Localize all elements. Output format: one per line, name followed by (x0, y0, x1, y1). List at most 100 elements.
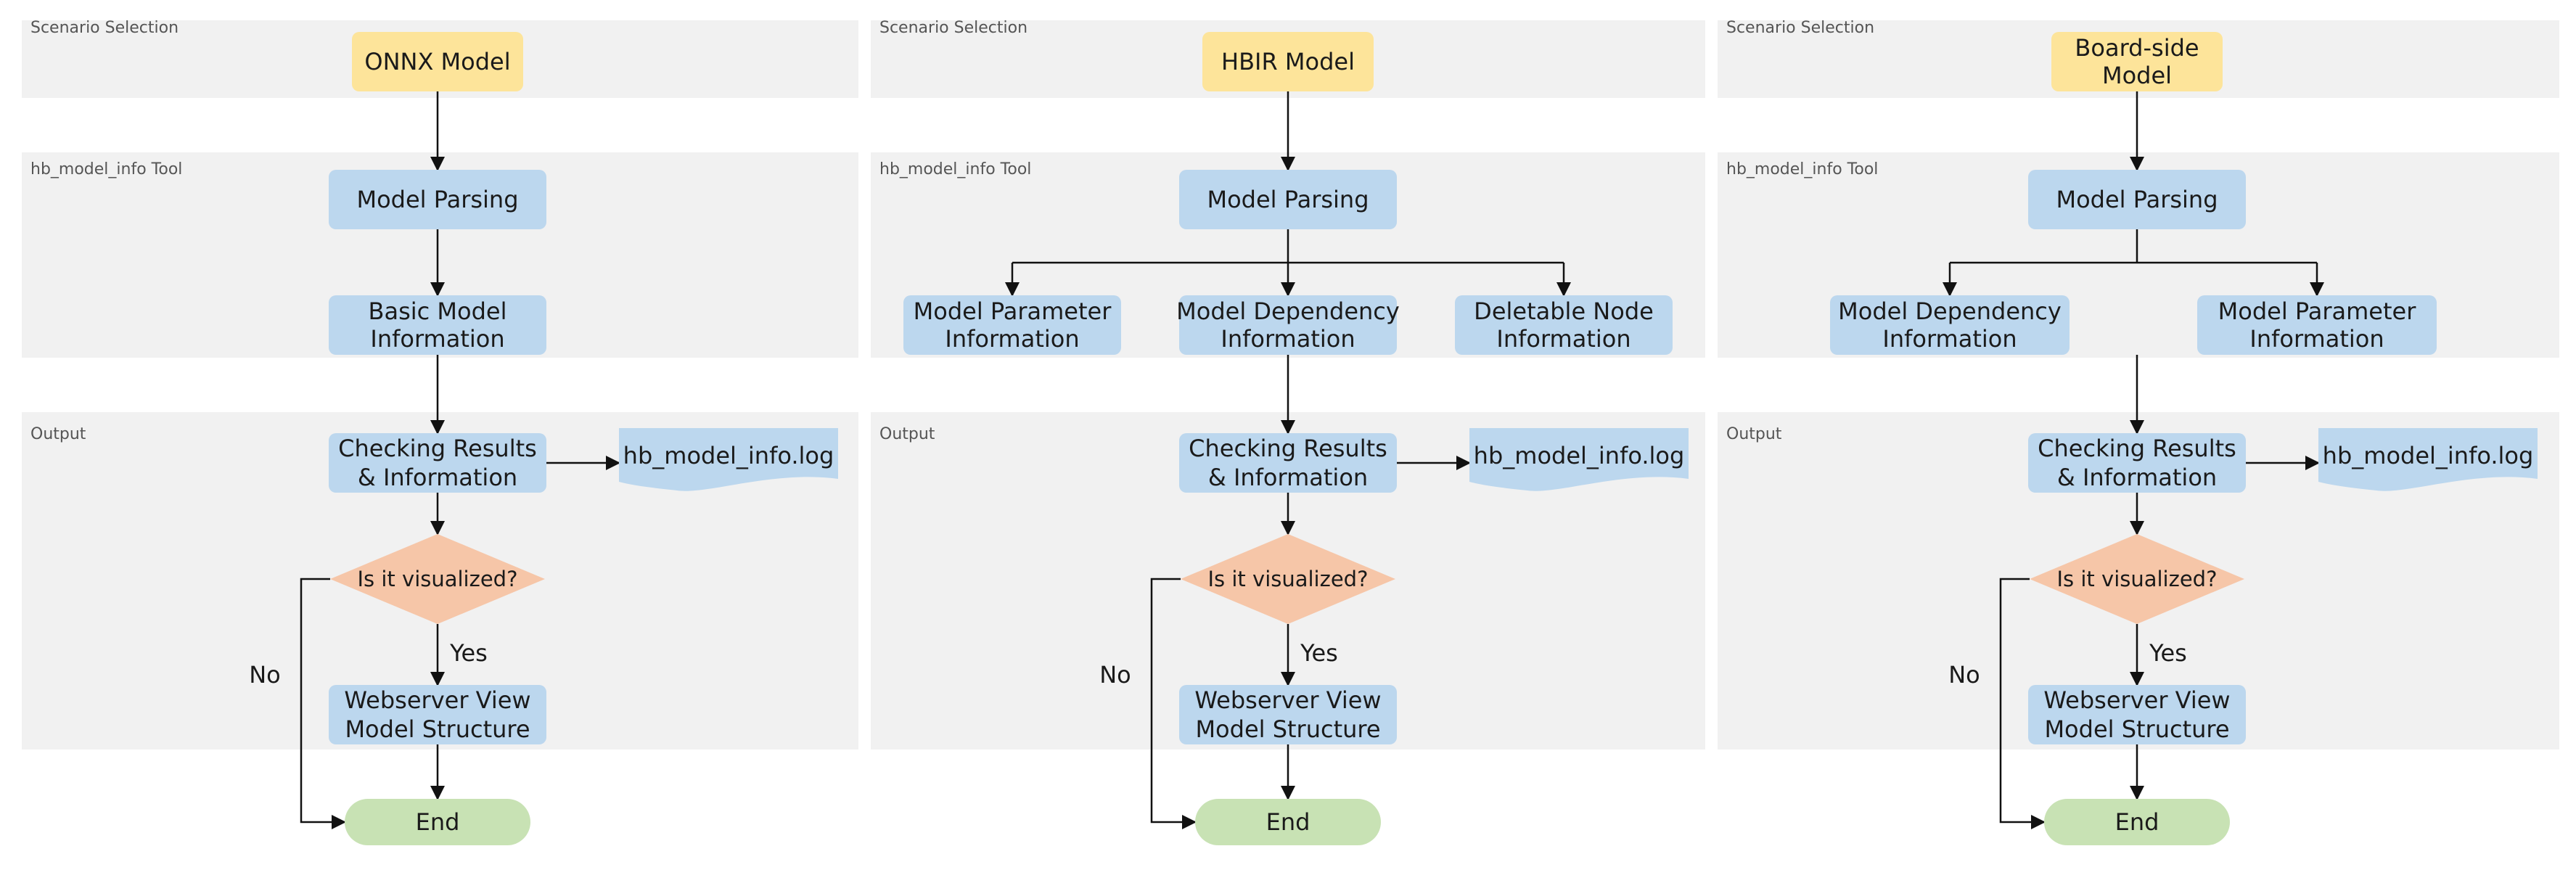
checking-results-node-shape (2028, 433, 2246, 493)
model-parsing-node-shape (329, 170, 546, 229)
lane-label-tool: hb_model_info Tool (30, 160, 182, 178)
log-document-shape (1469, 428, 1689, 491)
info-node-shape (1830, 295, 2070, 355)
decision-shape (330, 534, 545, 624)
checking-results-label: & Information (2057, 464, 2217, 491)
log-document-shape (619, 428, 838, 491)
decision-node (330, 534, 545, 624)
webserver-view-node (2028, 685, 2246, 744)
webserver-view-label: Model Structure (1195, 715, 1380, 743)
lane-label-output: Output (30, 425, 86, 443)
info-node (329, 295, 546, 355)
info-node-shape (1455, 295, 1673, 355)
no-label: No (1099, 661, 1131, 689)
start-node-shape (352, 32, 523, 91)
end-label: End (1266, 808, 1310, 836)
decision-label: Is it visualized? (1208, 567, 1369, 591)
info-label: Basic Model (369, 297, 507, 325)
checking-results-label: Checking Results (2038, 435, 2236, 462)
yes-label: Yes (1300, 639, 1338, 667)
webserver-view-node-shape (2028, 685, 2246, 744)
checking-results-node-shape (329, 433, 546, 493)
webserver-view-node (329, 685, 546, 744)
no-label: No (1948, 661, 1980, 689)
no-label: No (249, 661, 281, 689)
log-document-shape (2318, 428, 2538, 491)
model-parsing-node-shape (2028, 170, 2246, 229)
lane-label-tool: hb_model_info Tool (1726, 160, 1878, 178)
webserver-view-node-shape (329, 685, 546, 744)
end-node (2044, 799, 2230, 845)
log-document-node (619, 428, 838, 491)
webserver-view-label: Webserver View (1194, 686, 1381, 714)
info-label: Model Dependency (1838, 297, 2062, 325)
end-shape (1195, 799, 1381, 845)
model-parsing-node (1179, 170, 1397, 229)
checking-results-node (1179, 433, 1397, 493)
log-label: hb_model_info.log (1474, 442, 1685, 469)
checking-results-label: & Information (358, 464, 517, 491)
lane-label-output: Output (879, 425, 935, 443)
info-label: Deletable Node (1474, 297, 1654, 325)
info-node-shape (2197, 295, 2437, 355)
info-node-shape (329, 295, 546, 355)
model-parsing-label: Model Parsing (1207, 186, 1369, 213)
info-label: Information (1221, 325, 1355, 353)
end-node (345, 799, 530, 845)
end-node (1195, 799, 1381, 845)
yes-label: Yes (2149, 639, 2187, 667)
lane-label-scenario: Scenario Selection (879, 19, 1027, 37)
start-label: HBIR Model (1221, 48, 1355, 75)
model-parsing-node (2028, 170, 2246, 229)
info-node (1830, 295, 2070, 355)
decision-label: Is it visualized? (2057, 567, 2218, 591)
start-node (1202, 32, 1374, 91)
info-label: Information (1496, 325, 1630, 353)
end-label: End (416, 808, 460, 836)
lane-label-scenario: Scenario Selection (30, 19, 179, 37)
start-node-shape (2051, 32, 2223, 91)
webserver-view-node (1179, 685, 1397, 744)
info-label: Information (1882, 325, 2017, 353)
log-document-node (1469, 428, 1689, 491)
decision-node (2030, 534, 2244, 624)
end-label: End (2115, 808, 2159, 836)
checking-results-label: & Information (1208, 464, 1368, 491)
start-node (352, 32, 523, 91)
info-node-shape (903, 295, 1121, 355)
edge-decision-no (1150, 578, 1197, 829)
webserver-view-label: Model Structure (2044, 715, 2229, 743)
edge-decision-no (300, 578, 346, 829)
info-node (2197, 295, 2437, 355)
lane-label-scenario: Scenario Selection (1726, 19, 1874, 37)
info-label: Information (2249, 325, 2384, 353)
info-label: Model Dependency (1176, 297, 1400, 325)
webserver-view-node-shape (1179, 685, 1397, 744)
decision-label: Is it visualized? (358, 567, 518, 591)
decision-node (1181, 534, 1395, 624)
model-parsing-node-shape (1179, 170, 1397, 229)
decision-shape (1181, 534, 1395, 624)
start-label: Board-side (2075, 34, 2199, 62)
info-node (903, 295, 1121, 355)
decision-shape (2030, 534, 2244, 624)
webserver-view-label: Webserver View (344, 686, 530, 714)
start-node-shape (1202, 32, 1374, 91)
info-label: Information (945, 325, 1079, 353)
yes-label: Yes (449, 639, 488, 667)
edge-decision-no (1999, 578, 2046, 829)
start-label: ONNX Model (364, 48, 510, 75)
info-label: Model Parameter (914, 297, 1112, 325)
model-parsing-label: Model Parsing (356, 186, 518, 213)
info-label: Information (370, 325, 504, 353)
end-shape (2044, 799, 2230, 845)
log-label: hb_model_info.log (2323, 442, 2534, 469)
checking-results-node-shape (1179, 433, 1397, 493)
model-parsing-node (329, 170, 546, 229)
log-label: hb_model_info.log (623, 442, 834, 469)
start-node (2051, 32, 2223, 91)
log-document-node (2318, 428, 2538, 491)
info-node (1179, 295, 1397, 355)
lane-label-tool: hb_model_info Tool (879, 160, 1031, 178)
checking-results-label: Checking Results (338, 435, 537, 462)
